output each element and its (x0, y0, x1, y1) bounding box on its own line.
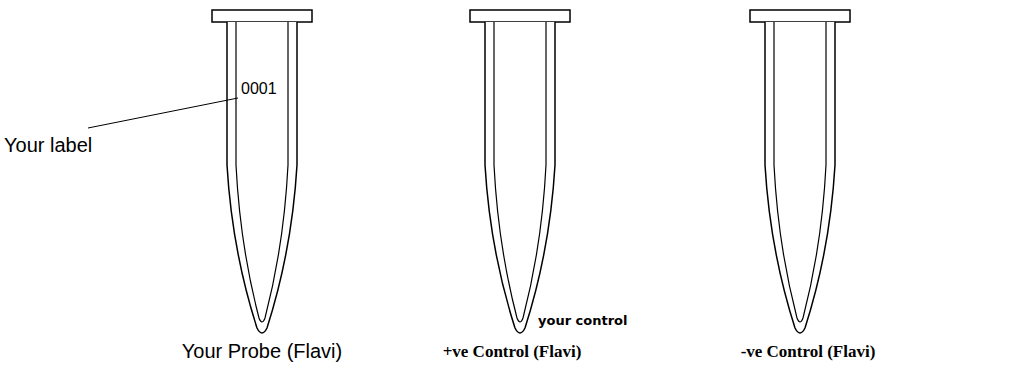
tube-caption: +ve Control (Flavi) (443, 342, 582, 362)
tube-outer-wall (485, 22, 555, 333)
callout-text: Your label (4, 134, 92, 157)
tube-inner-wall (774, 22, 826, 322)
leader-line (88, 98, 238, 128)
control-note: your control (538, 314, 628, 329)
tube-inner-wall (236, 22, 288, 322)
tube-cap (470, 10, 570, 22)
negative-control-tube (750, 10, 850, 333)
probe-tube (212, 10, 312, 333)
positive-control-tube (470, 10, 570, 333)
tube-caption: -ve Control (Flavi) (741, 342, 876, 362)
tube-label: 0001 (241, 80, 277, 98)
tube-outer-wall (227, 22, 297, 333)
tube-caption: Your Probe (Flavi) (182, 340, 342, 363)
tube-cap (750, 10, 850, 22)
tube-outer-wall (765, 22, 835, 333)
tube-cap (212, 10, 312, 22)
tube-inner-wall (494, 22, 546, 322)
